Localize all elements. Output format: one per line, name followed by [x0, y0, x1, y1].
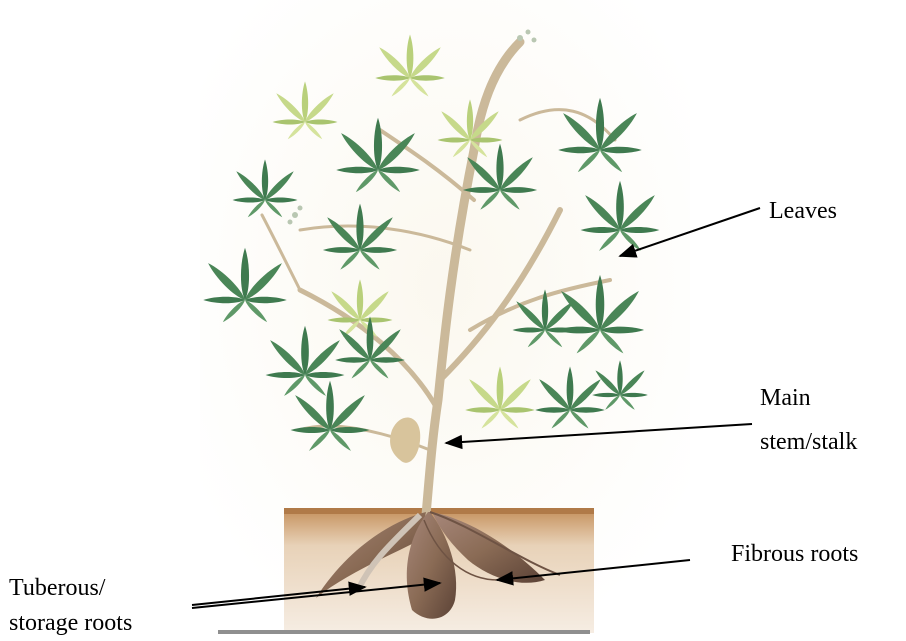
label-main-stem-line1: Main	[760, 384, 811, 412]
label-tuberous-line1: Tuberous/	[9, 574, 105, 602]
plant-illustration	[200, 0, 690, 635]
label-fibrous-roots: Fibrous roots	[731, 540, 858, 568]
label-main-stem-line2: stem/stalk	[760, 428, 857, 456]
label-leaves: Leaves	[769, 197, 837, 225]
label-tuberous-line2: storage roots	[9, 609, 132, 637]
